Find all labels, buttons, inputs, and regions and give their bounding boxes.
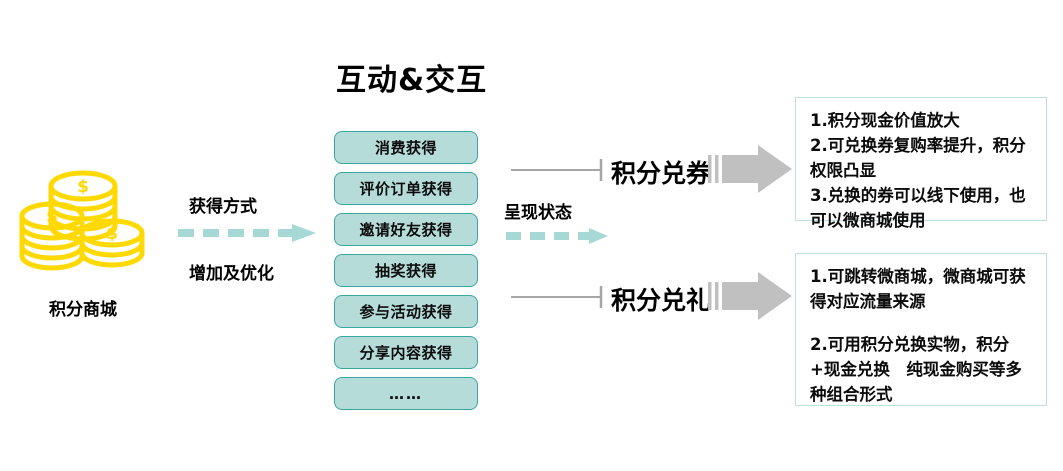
block-arrow-icon-coupon	[708, 141, 794, 197]
method-box[interactable]: 邀请好友获得	[334, 213, 478, 246]
label-increase-optimize: 增加及优化	[189, 264, 274, 284]
svg-text:$: $	[77, 177, 89, 197]
result-line: 1.积分现金价值放大	[810, 111, 960, 130]
result-panel-coupon: 1.积分现金价值放大 2.可兑换券复购率提升，积分权限凸显 3.兑换的券可以线下…	[795, 97, 1047, 230]
method-box[interactable]: 评价订单获得	[334, 172, 478, 205]
page-title: 互动&交互	[336, 63, 488, 98]
connector-line-coupon	[511, 159, 606, 181]
coin-stack-icon: $ $ $	[18, 168, 148, 273]
svg-text:$: $	[46, 207, 58, 227]
connector-line-gift	[511, 286, 606, 308]
outcome-label-gift: 积分兑礼	[611, 286, 712, 315]
points-mall-label: 积分商城	[49, 300, 117, 320]
spacer	[810, 314, 1034, 332]
block-arrow-icon-gift	[708, 268, 794, 324]
svg-text:$: $	[106, 224, 118, 244]
label-acquire-method: 获得方式	[189, 197, 257, 217]
method-box-ellipsis[interactable]: ……	[334, 377, 478, 410]
method-box[interactable]: 参与活动获得	[334, 295, 478, 328]
result-line: 2.可兑换券复购率提升，积分权限凸显	[810, 136, 1026, 180]
method-box[interactable]: 分享内容获得	[334, 336, 478, 369]
result-line: 1.可跳转微商城，微商城可获得对应流量来源	[810, 267, 1026, 311]
outcome-label-coupon: 积分兑券	[611, 159, 712, 188]
label-present-state: 呈现状态	[504, 203, 572, 223]
method-list: 消费获得 评价订单获得 邀请好友获得 抽奖获得 参与活动获得 分享内容获得 ……	[334, 131, 478, 418]
result-panel-gift: 1.可跳转微商城，微商城可获得对应流量来源 2.可用积分兑换实物，积分+现金兑换…	[795, 253, 1047, 406]
method-box[interactable]: 抽奖获得	[334, 254, 478, 287]
method-box[interactable]: 消费获得	[334, 131, 478, 164]
dashed-arrow-icon-middle	[504, 225, 609, 247]
result-line: 3.兑换的券可以线下使用，也可以微商城使用	[810, 186, 1026, 230]
dashed-arrow-icon-left	[176, 220, 318, 246]
result-line: 2.可用积分兑换实物，积分+现金兑换 纯现金购买等多种组合形式	[810, 335, 1022, 404]
